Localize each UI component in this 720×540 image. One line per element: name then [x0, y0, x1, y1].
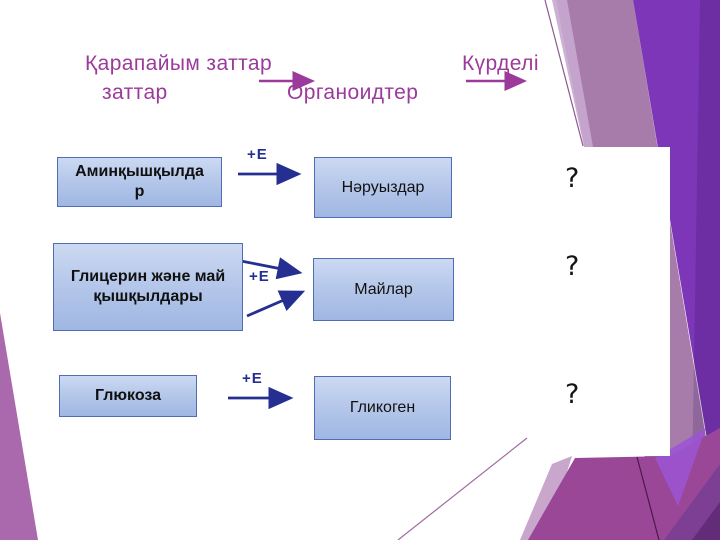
decor-corner-sliver [520, 456, 572, 540]
box-proteins: Нәруыздар [314, 157, 452, 218]
decor-band-light-streak [552, 0, 593, 147]
title-line1-right: Күрделі [462, 52, 539, 75]
box-amino-acids: Аминқышқылдар [57, 157, 222, 207]
title-line1-left: Қарапайым заттар [85, 52, 273, 75]
question-mark-1: ? [565, 163, 580, 194]
decor-thin-line-corner [636, 456, 660, 540]
title-line2-left: заттар [102, 81, 168, 104]
box-glucose: Глюкоза [59, 375, 197, 417]
question-mark-3: ? [565, 379, 580, 410]
decor-left-wedge [0, 313, 38, 540]
box-glycogen: Гликоген [314, 376, 451, 440]
title-line2-right: Органоидтер [287, 81, 419, 104]
energy-label-1: +E [247, 146, 268, 163]
decor-thin-line-bottom [397, 437, 528, 540]
decor-thin-line-top [544, 0, 584, 147]
box-fats: Майлар [313, 258, 454, 321]
energy-label-2: +E [249, 268, 270, 285]
arrow-glycerin-to-mailar-lower [246, 290, 306, 318]
energy-label-3: +E [242, 370, 263, 387]
decor-corner-dark [664, 464, 720, 540]
question-mark-2: ? [565, 251, 580, 282]
decor-band-dark-shade [691, 0, 720, 540]
box-glycerin-fatty-acids: Глицерин және май қышқылдары [53, 243, 243, 331]
decor-corner-darkest [692, 502, 720, 540]
answers-panel: ? ? ? [558, 147, 670, 456]
